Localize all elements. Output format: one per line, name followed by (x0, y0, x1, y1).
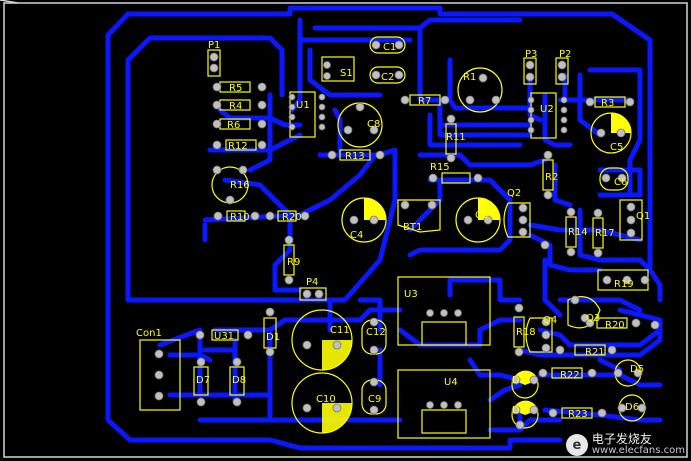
label-U1: U1 (296, 100, 310, 111)
label-R15: R15 (430, 162, 450, 173)
label-U4: U4 (444, 377, 458, 388)
watermark: e 电子发烧友 www.elecfans.com (565, 433, 685, 457)
label-Q2: Q2 (507, 188, 521, 199)
label-Q3: Q3 (586, 313, 600, 324)
label-R6: R6 (227, 120, 240, 131)
label-R14: R14 (568, 227, 588, 238)
label-U2: U2 (540, 104, 554, 115)
label-R22: R22 (560, 370, 580, 381)
label-Q4: Q4 (543, 315, 557, 326)
label-R21: R21 (585, 347, 605, 358)
board-outline-corner (0, 0, 19, 4)
label-S1: S1 (340, 68, 353, 79)
label-U31: U31 (214, 331, 234, 342)
label-R23: R23 (568, 409, 588, 420)
label-R11: R11 (446, 132, 466, 143)
label-R20: R20 (282, 212, 302, 223)
label-D2: D2 (512, 375, 526, 386)
label-P3: P3 (525, 49, 537, 60)
label-R19: R19 (614, 279, 634, 290)
label-D8: D8 (232, 375, 246, 386)
label-U3: U3 (404, 289, 418, 300)
watermark-brand: 电子发烧友 (591, 432, 652, 446)
label-D3: D3 (512, 405, 526, 416)
board-outline (3, 2, 688, 458)
label-P1: P1 (208, 40, 220, 51)
label-R17: R17 (595, 228, 615, 239)
watermark-text: 电子发烧友 www.elecfans.com (592, 433, 685, 457)
label-P2: P2 (559, 49, 571, 60)
label-Con1: Con1 (136, 328, 162, 339)
label-R5: R5 (229, 83, 242, 94)
label-C3: C3 (475, 210, 488, 221)
label-C5: C5 (610, 142, 623, 153)
watermark-url: www.elecfans.com (591, 445, 685, 456)
label-R7: R7 (418, 96, 431, 107)
pads (154, 40, 660, 430)
label-R20b: R20 (605, 320, 625, 331)
label-R13: R13 (345, 151, 365, 162)
label-C11: C11 (330, 325, 350, 336)
label-R3: R3 (601, 98, 614, 109)
label-R2: R2 (545, 172, 558, 183)
label-D1: D1 (266, 332, 280, 343)
reference-designators: P1 P3 P2 P4 R5 R4 R6 R12 R16 R10 R20 R9 … (136, 40, 650, 420)
label-R12: R12 (228, 141, 248, 152)
label-C1: C1 (383, 42, 396, 53)
label-R1: R1 (463, 72, 476, 83)
label-R9: R9 (287, 257, 300, 268)
label-C8: C8 (367, 119, 380, 130)
label-R4: R4 (229, 101, 242, 112)
label-R10: R10 (230, 212, 250, 223)
label-D5: D5 (630, 364, 644, 375)
label-C4: C4 (350, 230, 363, 241)
label-C6: C6 (614, 177, 627, 188)
label-P4: P4 (306, 277, 318, 288)
label-Q1: Q1 (636, 211, 650, 222)
label-R18: R18 (516, 327, 536, 338)
label-C12: C12 (366, 327, 386, 338)
label-C2: C2 (381, 72, 394, 83)
label-BT1: BT1 (403, 222, 422, 233)
label-D6: D6 (625, 402, 639, 413)
label-C9: C9 (368, 394, 381, 405)
label-C10: C10 (316, 394, 336, 405)
elecfans-logo-icon: e (565, 434, 588, 456)
label-D7: D7 (196, 375, 210, 386)
label-R16: R16 (230, 180, 250, 191)
